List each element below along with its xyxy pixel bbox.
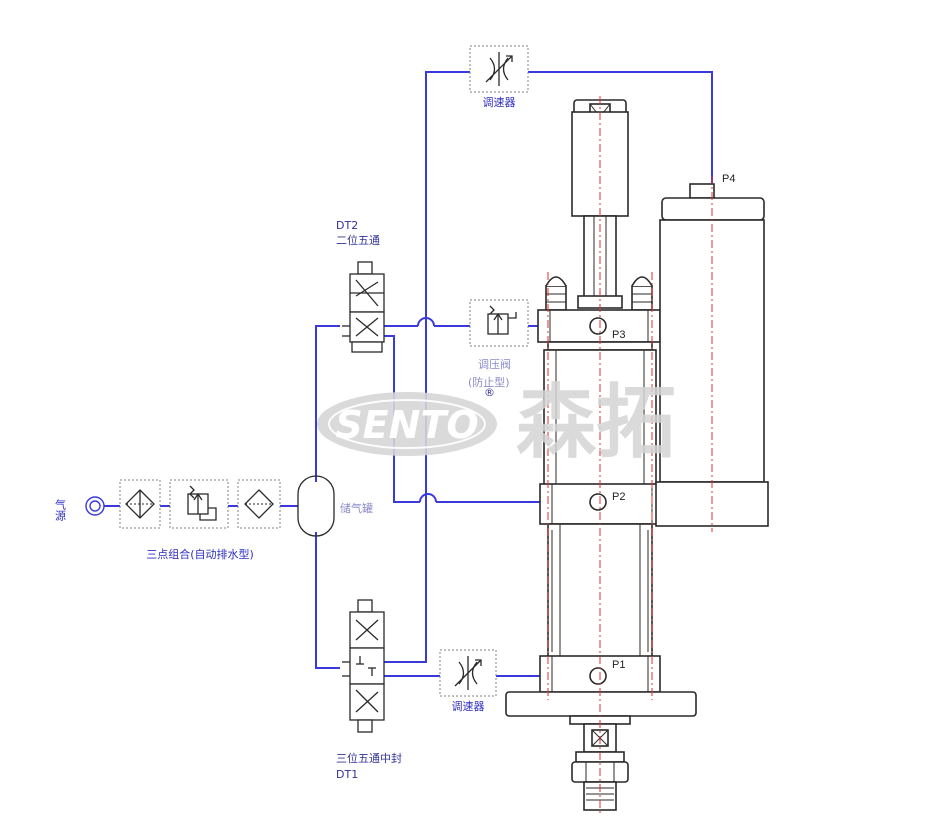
pipe-speed-controller-to-p4 [528,71,713,192]
port-p3 [589,317,607,335]
frl-unit-label: 三点组合(自动排水型) [146,547,254,561]
dt1-desc-label: 三位五通中封 [336,751,402,765]
pipe-tank-to-dt1 [315,532,340,669]
air-tank-symbol [297,475,335,537]
watermark-logo-ellipse [317,392,497,456]
pipe-dt1-to-top-speed-controller [384,71,470,663]
pressure-valve-note-label: (防止型) [468,375,510,389]
pressure-valve-label: 调压阀 [478,357,511,371]
watermark-logo-text: SENTO [335,403,478,447]
port-p3-label: P3 [612,329,625,341]
dt1-solenoid-valve [342,599,385,733]
air-source-symbol [85,496,105,516]
frl-lubricator [237,479,281,529]
air-tank-label: 储气罐 [340,501,373,515]
watermark-registered-mark: ® [484,386,495,399]
port-p2-label: P2 [612,491,625,503]
port-p1-label: P1 [612,659,625,671]
dt2-solenoid-valve [342,261,385,353]
port-p1 [589,667,607,685]
port-p4-label: P4 [722,173,735,185]
speed-controller-bottom [439,649,497,697]
watermark-brand-text: 森拓 [516,376,676,469]
dt1-code-label: DT1 [336,768,358,781]
speed-controller-top-label: 调速器 [483,96,516,109]
dt2-code-label: DT2 [336,219,358,232]
cylinder-assembly [505,96,769,814]
frl-filter [119,479,161,529]
mounting-flange [505,691,697,717]
right-fitting [631,285,653,311]
left-fitting [545,285,567,311]
air-source-label: 气源 [54,498,67,522]
speed-controller-top [469,45,529,93]
reservoir-cap [661,197,765,221]
speed-controller-bottom-label: 调速器 [452,700,485,713]
dt2-desc-label: 二位五通 [336,233,380,247]
watermark: SENTO ® 森拓 [317,376,676,469]
pressure-regulating-valve [469,299,529,347]
port-p2 [589,493,607,511]
pipe-tank-to-dt2 [315,325,340,482]
pipe-crossover-hop-p2 [419,493,437,503]
frl-regulator [169,479,229,529]
p4-fitting [689,183,715,199]
